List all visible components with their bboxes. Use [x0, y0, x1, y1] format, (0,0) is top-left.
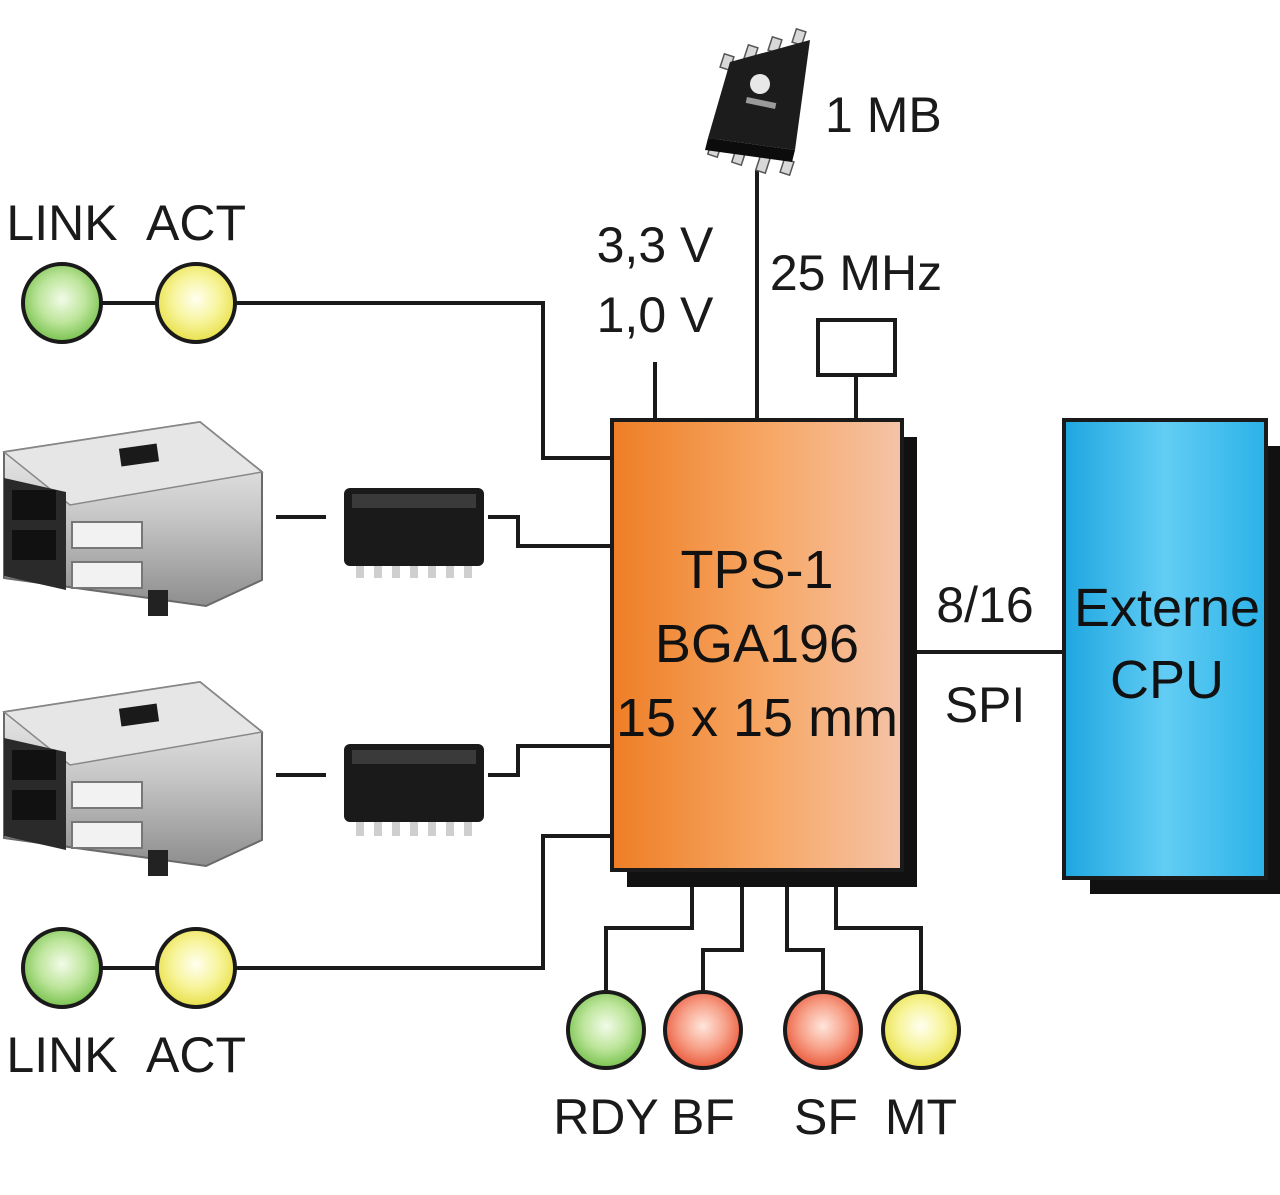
rdy-led: [566, 990, 646, 1070]
sf-led: [783, 990, 863, 1070]
status-leds: RDY BF SF MT: [553, 990, 961, 1145]
port2-link-label: LINK: [6, 1027, 117, 1083]
rj45-port-2: [2, 680, 264, 876]
flash-size-label: 1 MB: [825, 87, 942, 143]
crystal-oscillator: [816, 318, 897, 377]
power-label-3v3: 3,3 V: [597, 217, 714, 273]
serial-flash-chip: [705, 27, 810, 177]
rj45-port-1: [2, 420, 264, 616]
mt-label: MT: [885, 1089, 957, 1145]
wire-bf: [701, 885, 744, 992]
chip-name: TPS-1: [680, 540, 833, 600]
clock-label: 25 MHz: [770, 245, 942, 301]
external-cpu-block: Externe CPU: [1062, 418, 1280, 894]
power-label-1v0: 1,0 V: [597, 287, 714, 343]
wire-rdy: [604, 885, 694, 992]
port2-act-label: ACT: [146, 1027, 246, 1083]
port1-act-led: [155, 262, 237, 344]
wire-port1-magnetics: [276, 515, 612, 548]
port1-leds: LINK ACT: [6, 195, 246, 344]
port2-link-led: [21, 927, 103, 1009]
bus-width-label: 8/16: [936, 577, 1033, 633]
rdy-label: RDY: [553, 1089, 659, 1145]
magnetics-transformer-1: [344, 488, 484, 578]
cpu-label-line2: CPU: [1110, 650, 1224, 710]
wire-sf: [785, 885, 825, 992]
cpu-label-line1: Externe: [1074, 578, 1260, 638]
port1-link-label: LINK: [6, 195, 117, 251]
port2-act-led: [155, 927, 237, 1009]
port1-act-label: ACT: [146, 195, 246, 251]
wire-port2-magnetics: [276, 744, 612, 777]
bf-label: BF: [671, 1089, 735, 1145]
wire-mt: [834, 885, 923, 992]
bf-led: [663, 990, 743, 1070]
magnetics-transformer-2: [344, 744, 484, 836]
sf-label: SF: [794, 1089, 858, 1145]
port1-link-led: [21, 262, 103, 344]
port2-leds: LINK ACT: [6, 927, 246, 1083]
tps1-chip: TPS-1 BGA196 15 x 15 mm: [610, 418, 917, 887]
wires: [102, 170, 1064, 992]
chip-size: 15 x 15 mm: [616, 688, 898, 748]
chip-package: BGA196: [655, 614, 859, 674]
bus-type-label: SPI: [945, 677, 1026, 733]
wire-top-leds: [102, 301, 612, 460]
mt-led: [881, 990, 961, 1070]
wire-bottom-leds: [102, 834, 612, 970]
